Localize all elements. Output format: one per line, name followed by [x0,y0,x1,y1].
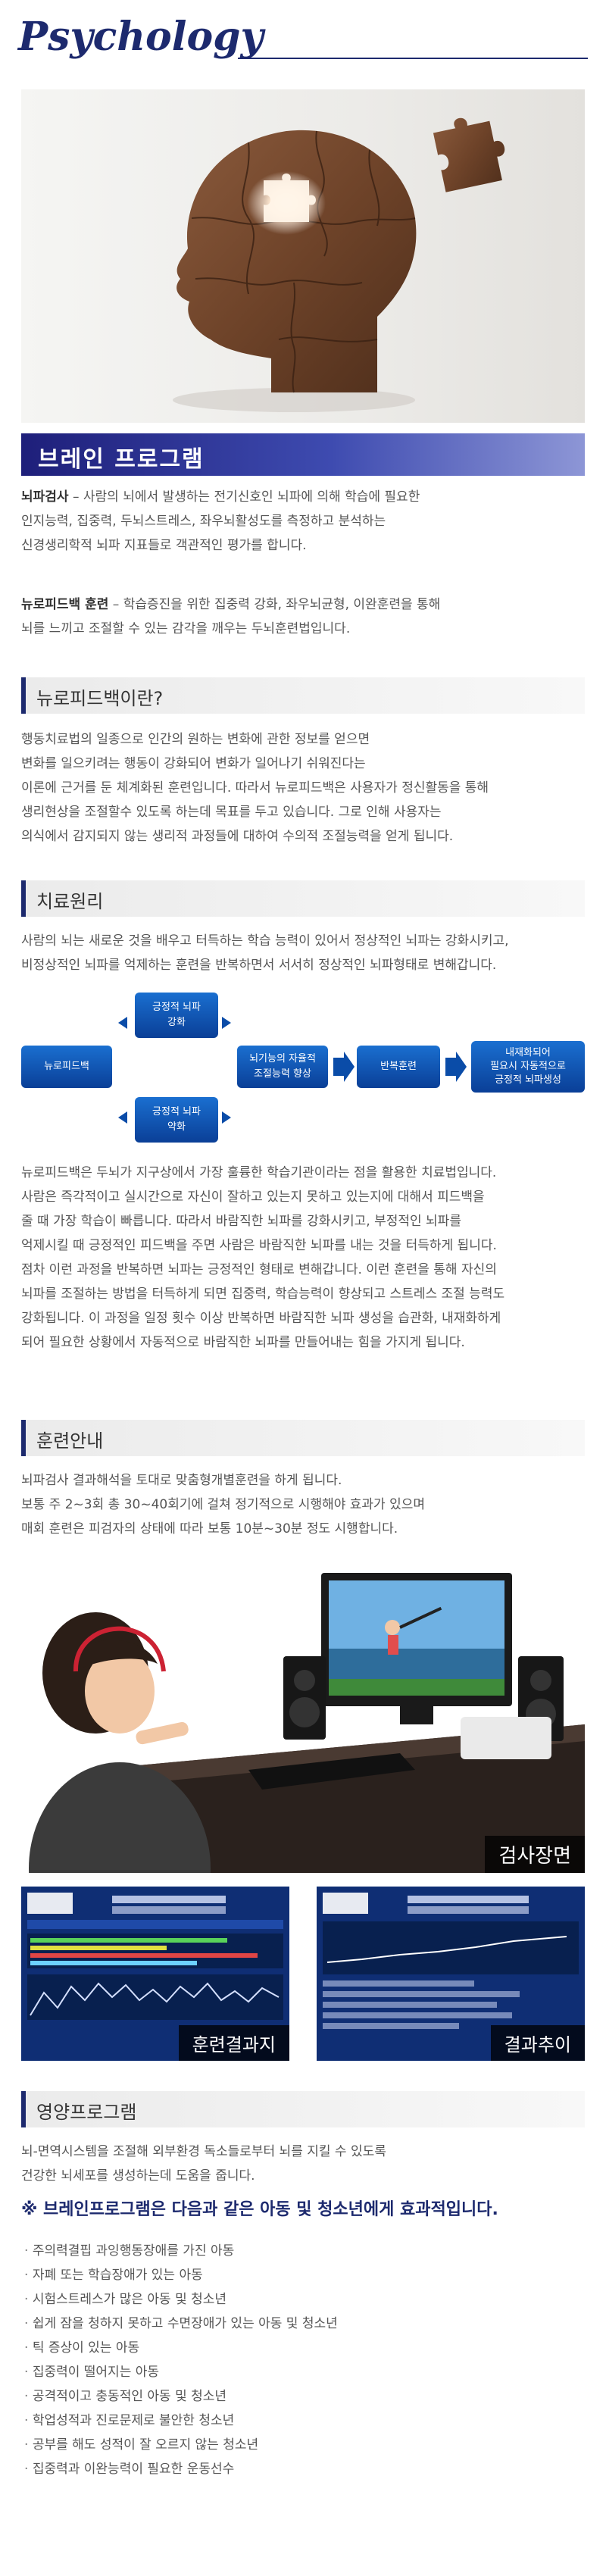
diagram-positive-strengthen-line-1: 긍정적 뇌파 [152,1002,201,1013]
section-title-neurofeedback: 뉴로피드백이란? [36,688,164,709]
training-result-graphic [21,1887,289,2061]
diagram-arrow-to-repeat-icon [333,1052,355,1082]
diagram-positive-weaken-line-2: 약화 [167,1121,186,1133]
neurofeedback-line-4: 생리현상을 조절할수 있도록 하는데 목표를 두고 있습니다. 그로 인해 사용… [21,805,442,820]
diagram-repeat-text: 반복훈련 [380,1061,417,1072]
principle-detail-line-3: 줄 때 가장 학습이 빠릅니다. 따라서 바람직한 뇌파를 강화시키고, 부정적… [21,1214,461,1229]
effective-heading: ※ 브레인프로그램은 다음과 같은 아동 및 청소년에게 효과적입니다. [21,2200,498,2219]
diagram-self-control-line-1: 뇌기능의 자율적 [249,1053,316,1064]
hero-image [21,89,585,423]
list-item: 틱 증상이 있는 아동 [24,2336,585,2360]
principle-detail-line-4: 억제시킬 때 긍정적인 피드백을 주면 사람은 바람직한 뇌파를 내는 것을 터… [21,1238,497,1253]
section-header-neurofeedback: 뉴로피드백이란? [21,677,585,714]
program-banner-title: 브레인 프로그램 [38,446,205,473]
principle-line-1: 사람의 뇌는 새로운 것을 배우고 터득하는 학습 능력이 있어서 정상적인 뇌… [21,933,509,949]
diagram-box-positive-strengthen: 긍정적 뇌파 강화 [135,993,218,1038]
therapy-flow-diagram: 뉴로피드백 긍정적 뇌파 강화 긍정적 뇌파 약화 뇌기능의 자율적 조절능력 … [21,985,585,1144]
result-trend-caption: 결과추이 [490,2025,585,2061]
training-scene-illustration [29,1573,585,1873]
principle-detail-line-8: 되어 필요한 상황에서 자동적으로 바람직한 뇌파를 만들어내는 힘을 가지게 … [21,1335,465,1350]
principle-detail-line-1: 뉴로피드백은 두뇌가 지구상에서 가장 훌륭한 학습기관이라는 점을 활용한 치… [21,1165,497,1180]
list-item: 쉽게 잠을 청하지 못하고 수면장애가 있는 아동 및 청소년 [24,2312,585,2336]
eeg-test-line-1: – 사람의 뇌에서 발생하는 전기신호인 뇌파에 의해 학습에 필요한 [68,489,420,505]
neurofeedback-line-1: 행동치료법의 일종으로 인간의 원하는 변화에 관한 정보를 얻으면 [21,732,370,747]
diagram-neurofeedback-text: 뉴로피드백 [44,1061,89,1072]
principle-detail-line-5: 점차 이런 과정을 반복하면 뇌파는 긍정적인 형태로 변해갑니다. 이런 훈련… [21,1262,497,1277]
neurofeedback-line-2: 변화를 일으키려는 행동이 강화되어 변화가 일어나기 쉬워진다는 [21,756,366,771]
list-item: 집중력이 떨어지는 아동 [24,2360,585,2384]
diagram-internalize-line-2: 필요시 자동적으로 [490,1061,566,1072]
nutrition-line-1: 뇌-면역시스템을 조절해 외부환경 독소들로부터 뇌를 지킬 수 있도록 [21,2144,386,2159]
diagram-box-self-control: 뇌기능의 자율적 조절능력 향상 [237,1046,328,1088]
section-header-training: 훈련안내 [21,1420,585,1456]
section-title-nutrition: 영양프로그램 [36,2102,137,2123]
section-header-principle: 치료원리 [21,880,585,917]
neurofeedback-line-5: 의식에서 감지되지 않는 생리적 과정들에 대하여 수의적 조절능력을 얻게 됩… [21,829,454,844]
neurofeedback-training-line-2: 뇌를 느끼고 조절할 수 있는 감각을 깨우는 두뇌훈련법입니다. [21,621,351,636]
brand-divider [238,58,588,59]
diagram-arrow-left-top-icon [118,1017,127,1029]
list-item: 시험스트레스가 많은 아동 및 청소년 [24,2287,585,2312]
neurofeedback-line-3: 이론에 근거를 둔 체계화된 훈련입니다. 따라서 뉴로피드백은 사용자가 정신… [21,780,489,796]
brand-header: Psychology [18,14,588,74]
brand-title: Psychology [18,14,264,60]
principle-line-2: 비정상적인 뇌파를 억제하는 훈련을 반복하면서 서서히 정상적인 뇌파형태로 … [21,958,497,973]
training-line-2: 보통 주 2~3회 총 30~40회기에 걸쳐 정기적으로 시행해야 효과가 있… [21,1497,426,1512]
training-line-1: 뇌파검사 결과해석을 토대로 맞춤형개별훈련을 하게 됩니다. [21,1473,342,1488]
list-item: 주의력결핍 과잉행동장애를 가진 아동 [24,2239,585,2263]
eeg-test-label: 뇌파검사 [21,489,69,505]
training-description: 뇌파검사 결과해석을 토대로 맞춤형개별훈련을 하게 됩니다. 보통 주 2~3… [21,1468,585,1541]
result-trend-sheet: 결과추이 [317,1887,585,2061]
nutrition-description: 뇌-면역시스템을 조절해 외부환경 독소들로부터 뇌를 지킬 수 있도록 건강한… [21,2140,585,2188]
section-title-training: 훈련안내 [36,1430,104,1452]
nutrition-line-2: 건강한 뇌세포를 생성하는데 도움을 줍니다. [21,2168,255,2184]
diagram-positive-weaken-line-1: 긍정적 뇌파 [152,1106,201,1118]
list-item: 공부를 해도 성적이 잘 오르지 않는 청소년 [24,2433,585,2457]
diagram-self-control-line-2: 조절능력 향상 [254,1068,311,1080]
diagram-box-internalize: 내재화되어 필요시 자동적으로 긍정적 뇌파생성 [471,1041,585,1093]
eeg-test-line-2: 인지능력, 집중력, 두뇌스트레스, 좌우뇌활성도를 측정하고 분석하는 [21,514,386,529]
principle-description: 사람의 뇌는 새로운 것을 배우고 터득하는 학습 능력이 있어서 정상적인 뇌… [21,929,585,977]
diagram-box-positive-weaken: 긍정적 뇌파 약화 [135,1097,218,1143]
program-banner: 브레인 프로그램 [21,433,585,476]
diagram-arrow-right-bottom-icon [222,1111,231,1124]
diagram-positive-strengthen-line-2: 강화 [167,1017,186,1028]
eeg-test-line-3: 신경생리학적 뇌파 지표들로 객관적인 평가를 합니다. [21,538,307,553]
diagram-arrow-left-bottom-icon [118,1111,127,1124]
diagram-arrow-to-internalize-icon [445,1052,467,1082]
principle-detail-line-7: 강화됩니다. 이 과정을 일정 횟수 이상 반복하면 바람직한 뇌파 생성을 습… [21,1311,501,1326]
list-item: 자폐 또는 학습장애가 있는 아동 [24,2263,585,2287]
principle-detail: 뉴로피드백은 두뇌가 지구상에서 가장 훌륭한 학습기관이라는 점을 활용한 치… [21,1161,585,1355]
list-item: 학업성적과 진로문제로 불안한 청소년 [24,2409,585,2433]
diagram-internalize-line-3: 긍정적 뇌파생성 [495,1074,561,1086]
list-item: 집중력과 이완능력이 필요한 운동선수 [24,2457,585,2481]
list-item: 공격적이고 충동적인 아동 및 청소년 [24,2384,585,2409]
neurofeedback-training-paragraph: 뉴로피드백 훈련 – 학습증진을 위한 집중력 강화, 좌우뇌균형, 이완훈련을… [21,592,585,641]
eeg-test-paragraph: 뇌파검사 – 사람의 뇌에서 발생하는 전기신호인 뇌파에 의해 학습에 필요한… [21,485,585,558]
diagram-arrow-right-top-icon [222,1017,231,1029]
section-header-nutrition: 영양프로그램 [21,2091,585,2127]
neurofeedback-training-label: 뉴로피드백 훈련 [21,597,109,612]
diagram-internalize-line-1: 내재화되어 [505,1047,551,1058]
puzzle-head-illustration [173,117,505,412]
diagram-box-neurofeedback: 뉴로피드백 [21,1046,112,1088]
diagram-box-repeat-training: 반복훈련 [357,1046,440,1088]
section-title-principle: 치료원리 [36,891,104,912]
training-scene-photo: 검사장면 [21,1543,585,1873]
principle-detail-line-6: 뇌파를 조절하는 방법을 터득하게 되면 집중력, 학습능력이 향상되고 스트레… [21,1286,505,1302]
training-result-sheet: 훈련결과지 [21,1887,289,2061]
neurofeedback-training-line-1: – 학습증진을 위한 집중력 강화, 좌우뇌균형, 이완훈련을 통해 [108,597,441,612]
training-result-caption: 훈련결과지 [178,2025,289,2061]
effective-list: 주의력결핍 과잉행동장애를 가진 아동 자폐 또는 학습장애가 있는 아동 시험… [24,2239,585,2481]
training-scene-caption: 검사장면 [485,1836,585,1873]
neurofeedback-description: 행동치료법의 일종으로 인간의 원하는 변화에 관한 정보를 얻으면 변화를 일… [21,727,585,849]
principle-detail-line-2: 사람은 즉각적이고 실시간으로 자신이 잘하고 있는지 못하고 있는지에 대해서… [21,1190,485,1205]
training-line-3: 매회 훈련은 피검자의 상태에 따라 보통 10분~30분 정도 시행합니다. [21,1521,398,1537]
